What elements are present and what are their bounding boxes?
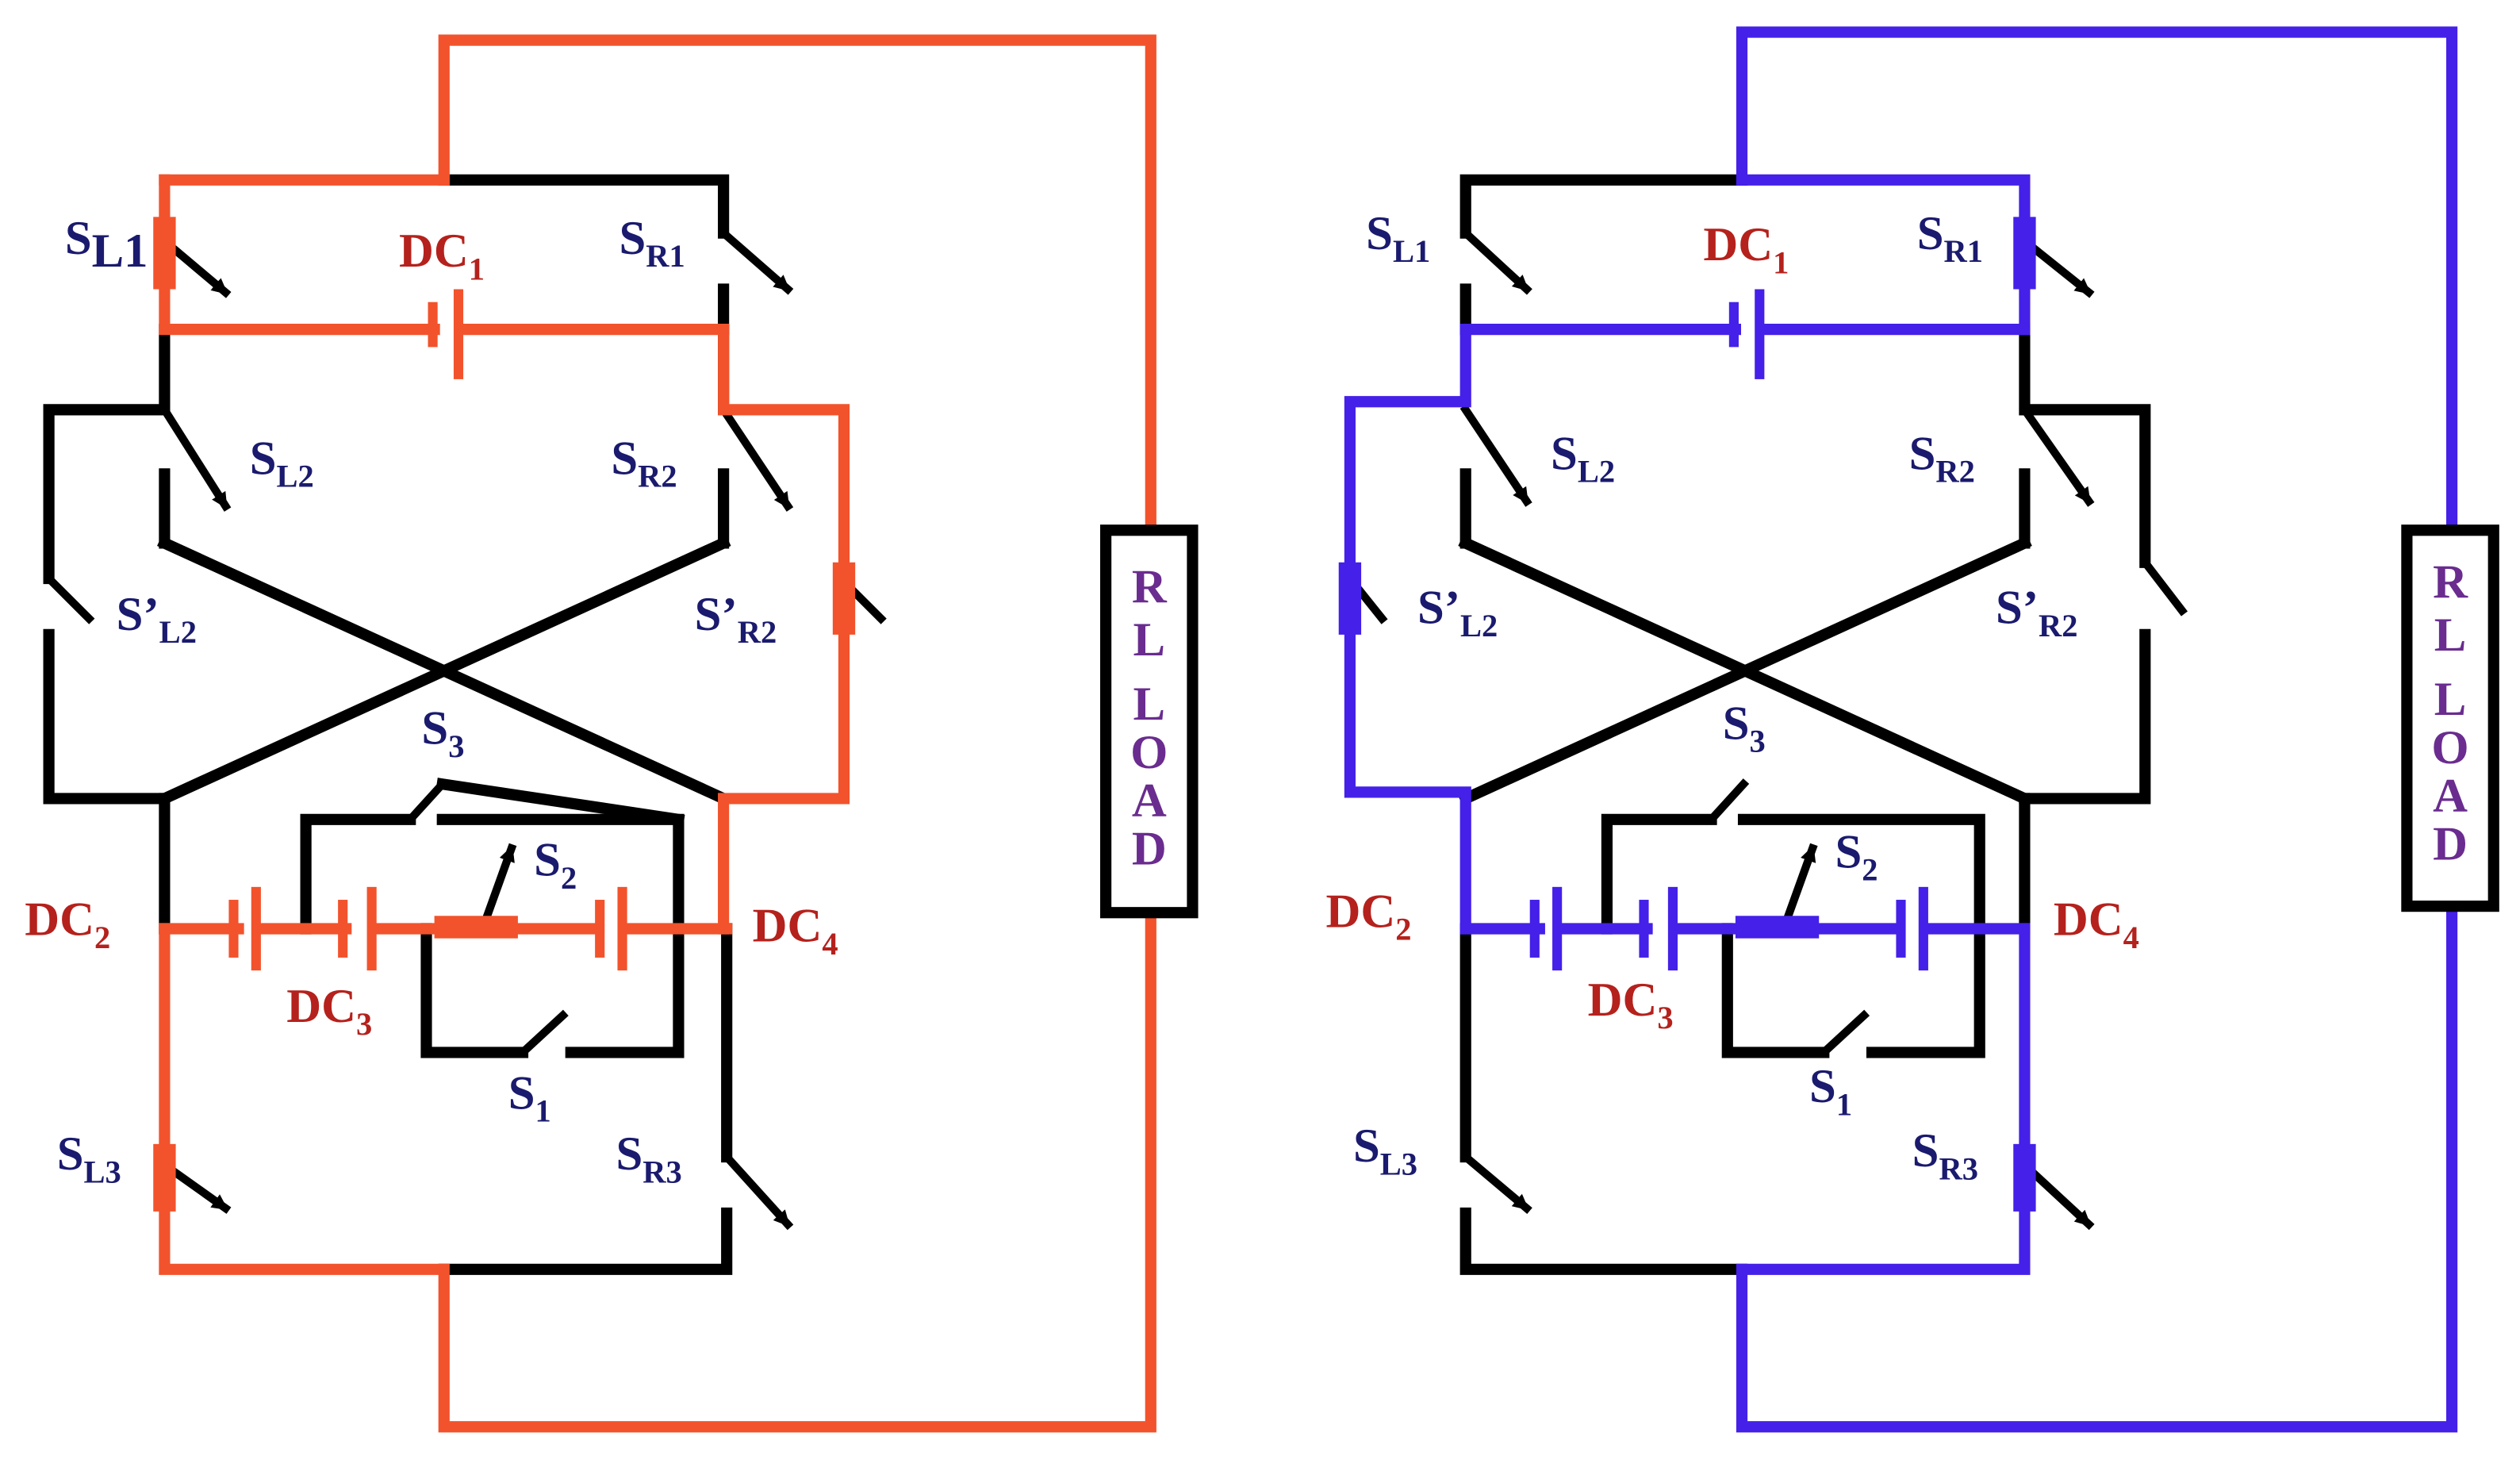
right-inactive-wires xyxy=(1458,174,2151,1275)
left-circuit-panel: SL1 SL2 SL3 SR1 SR2 SR3 S’L2 S’R2 S3 S2 … xyxy=(25,34,1199,1433)
right-label-spr2: S’R2 xyxy=(1996,582,2078,643)
left-label-sr2: SR2 xyxy=(611,432,677,494)
left-label-sl3: SL3 xyxy=(57,1127,121,1189)
svg-text:L: L xyxy=(1133,678,1166,731)
left-label-dc2: DC2 xyxy=(25,893,110,955)
left-label-sr3: SR3 xyxy=(616,1127,681,1189)
svg-text:D: D xyxy=(2433,817,2468,870)
left-label-spl2: S’L2 xyxy=(117,588,197,650)
left-label-s1: S1 xyxy=(508,1066,551,1128)
right-label-dc2: DC2 xyxy=(1326,885,1412,947)
right-label-dc4: DC4 xyxy=(2054,893,2139,955)
left-active-components xyxy=(153,217,856,1212)
right-label-s2: S2 xyxy=(1835,826,1878,888)
right-label-dc1: DC1 xyxy=(1703,218,1789,280)
right-label-sl1: SL1 xyxy=(1366,207,1430,269)
right-label-s3: S3 xyxy=(1723,697,1766,759)
right-label-sl2: SL2 xyxy=(1551,427,1615,489)
right-label-sr3: SR3 xyxy=(1912,1124,1978,1186)
left-label-dc1: DC1 xyxy=(399,225,485,286)
right-active-path xyxy=(1344,26,2458,1433)
left-load-label: R L L O A D xyxy=(1130,560,1168,875)
left-rl-load-box xyxy=(1100,524,1199,919)
right-label-sr2: SR2 xyxy=(1909,427,1975,489)
svg-text:L: L xyxy=(2434,673,2467,726)
svg-text:O: O xyxy=(2431,721,2468,774)
svg-text:A: A xyxy=(1132,774,1167,828)
right-label-sr1: SR1 xyxy=(1917,207,1983,269)
left-label-s3: S3 xyxy=(421,702,464,764)
right-circuit-panel: SL1 SL2 SL3 SR1 SR2 SR3 S’L2 S’R2 S3 S2 … xyxy=(1326,26,2499,1433)
left-label-dc4: DC4 xyxy=(753,900,838,962)
svg-text:A: A xyxy=(2433,770,2468,823)
left-label-sl2: SL2 xyxy=(250,432,314,494)
svg-text:D: D xyxy=(1132,822,1167,875)
right-label-sl3: SL3 xyxy=(1353,1120,1417,1181)
left-active-path xyxy=(159,34,1156,1433)
left-label-spr2: S’R2 xyxy=(695,588,777,650)
right-rl-load-box xyxy=(2401,524,2499,912)
right-label-spl2: S’L2 xyxy=(1417,582,1498,643)
svg-text:L: L xyxy=(1133,613,1166,666)
right-label-dc3: DC3 xyxy=(1588,974,1674,1035)
svg-text:R: R xyxy=(1132,560,1168,613)
svg-text:L: L xyxy=(2434,609,2467,662)
right-labels: SL1 SL2 SL3 SR1 SR2 SR3 S’L2 S’R2 S3 S2 … xyxy=(1326,207,2469,1187)
left-label-sl1: SL1 xyxy=(65,212,148,278)
left-label-sr1: SR1 xyxy=(619,212,685,274)
left-label-dc3: DC3 xyxy=(286,980,372,1042)
right-label-s1: S1 xyxy=(1809,1060,1852,1122)
right-switch-blades xyxy=(1344,227,2188,1231)
left-inactive-wires xyxy=(43,174,733,1275)
svg-text:O: O xyxy=(1130,726,1168,779)
right-active-components xyxy=(1338,217,2036,1212)
left-labels: SL1 SL2 SL3 SR1 SR2 SR3 S’L2 S’R2 S3 S2 … xyxy=(25,212,1168,1189)
right-load-label: R L L O A D xyxy=(2431,555,2468,870)
svg-text:R: R xyxy=(2433,555,2468,609)
left-switch-blades xyxy=(43,227,887,1231)
left-label-s2: S2 xyxy=(534,834,577,896)
